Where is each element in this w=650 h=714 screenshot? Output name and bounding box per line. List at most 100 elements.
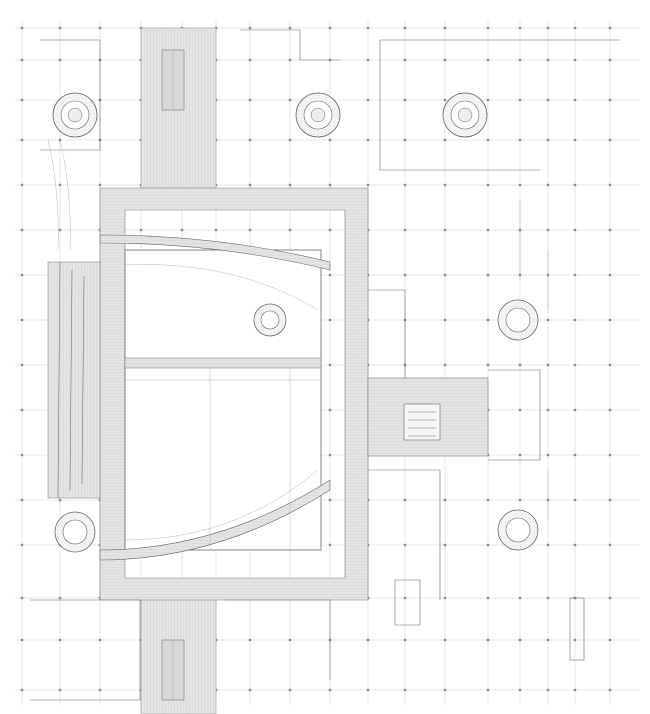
structural-column	[58, 26, 62, 30]
structural-column	[486, 543, 490, 547]
structural-column	[180, 228, 184, 232]
structural-column	[573, 273, 577, 277]
structural-column	[546, 596, 550, 600]
structural-column	[20, 408, 24, 412]
structural-column	[486, 138, 490, 142]
structural-column	[608, 318, 612, 322]
structural-column	[486, 363, 490, 367]
structural-column	[608, 183, 612, 187]
structural-column	[328, 408, 332, 412]
structural-column	[366, 98, 370, 102]
structural-column	[288, 638, 292, 642]
stair-tower-stage	[253, 303, 287, 337]
structural-column	[486, 318, 490, 322]
wall-outlines	[30, 29, 620, 701]
structural-column	[20, 98, 24, 102]
structural-column	[328, 498, 332, 502]
structural-column	[403, 26, 407, 30]
structural-column	[20, 273, 24, 277]
stage-curved-rail-south	[99, 479, 331, 561]
structural-column	[139, 228, 143, 232]
structural-column	[608, 273, 612, 277]
structural-column	[403, 638, 407, 642]
structural-column	[518, 98, 522, 102]
structural-column	[573, 638, 577, 642]
structural-column	[328, 273, 332, 277]
structural-column	[328, 183, 332, 187]
structural-column	[403, 543, 407, 547]
structural-column	[573, 138, 577, 142]
stage-curved-rail-north	[99, 234, 331, 271]
stair-tower-ne	[442, 92, 488, 138]
structural-column	[546, 408, 550, 412]
structural-column	[573, 453, 577, 457]
structural-column	[248, 228, 252, 232]
structural-column	[486, 58, 490, 62]
structural-column	[403, 58, 407, 62]
structural-column	[518, 26, 522, 30]
structural-column	[328, 363, 332, 367]
structural-column	[573, 408, 577, 412]
structural-column	[518, 498, 522, 502]
structural-column	[518, 408, 522, 412]
structural-column	[608, 138, 612, 142]
structural-column	[403, 273, 407, 277]
structural-column	[98, 183, 102, 187]
stair-tower-east	[497, 299, 539, 341]
structural-column	[546, 688, 550, 692]
structural-column	[288, 98, 292, 102]
structural-column	[546, 318, 550, 322]
structural-column	[403, 596, 407, 600]
structural-column	[443, 498, 447, 502]
west-seating-block	[47, 261, 101, 499]
structural-column	[573, 688, 577, 692]
structural-column	[573, 543, 577, 547]
structural-column	[20, 138, 24, 142]
structural-column	[328, 318, 332, 322]
structural-column	[20, 543, 24, 547]
structural-column	[248, 688, 252, 692]
structural-column	[248, 138, 252, 142]
structural-column	[608, 408, 612, 412]
structural-column	[366, 638, 370, 642]
structural-column	[608, 98, 612, 102]
structural-column	[403, 688, 407, 692]
structural-column	[403, 138, 407, 142]
structural-column	[546, 453, 550, 457]
structural-column	[403, 498, 407, 502]
structural-column	[486, 638, 490, 642]
structural-column	[546, 638, 550, 642]
structural-column	[288, 26, 292, 30]
structural-column	[288, 138, 292, 142]
structural-column	[288, 228, 292, 232]
structural-column	[608, 498, 612, 502]
structural-column	[608, 543, 612, 547]
structural-column	[20, 58, 24, 62]
structural-column	[20, 26, 24, 30]
structural-column	[443, 98, 447, 102]
structural-column	[443, 363, 447, 367]
structural-column	[608, 228, 612, 232]
structural-column	[443, 543, 447, 547]
structural-column	[486, 98, 490, 102]
structural-column	[486, 273, 490, 277]
structural-column	[573, 228, 577, 232]
structural-column	[248, 26, 252, 30]
structural-column	[58, 498, 62, 502]
structural-column	[608, 638, 612, 642]
structural-column	[20, 183, 24, 187]
structural-column	[58, 688, 62, 692]
structural-column	[58, 228, 62, 232]
structural-column	[443, 638, 447, 642]
structural-column	[573, 183, 577, 187]
structural-column	[328, 228, 332, 232]
structural-column	[573, 58, 577, 62]
structural-column	[608, 363, 612, 367]
structural-column	[443, 58, 447, 62]
structural-column	[20, 453, 24, 457]
structural-column	[58, 638, 62, 642]
structural-column	[518, 596, 522, 600]
structural-column	[546, 98, 550, 102]
structural-column	[403, 183, 407, 187]
